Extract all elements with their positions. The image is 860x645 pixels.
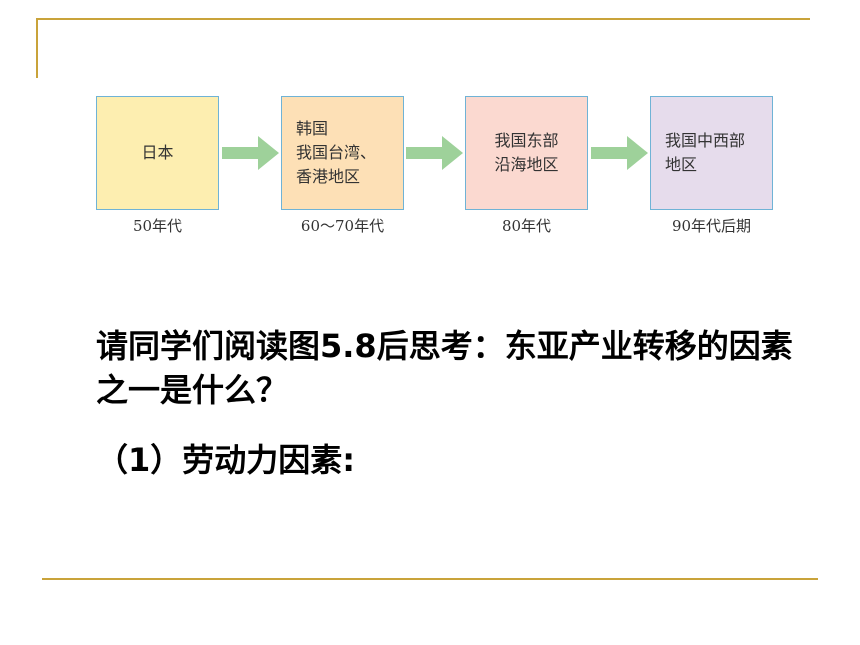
top-rule bbox=[36, 18, 810, 20]
stage-box-eastern-coast: 我国东部 沿海地区 bbox=[465, 96, 588, 210]
stage-box-japan: 日本 bbox=[96, 96, 219, 210]
sub-point-text: （1）劳动力因素: bbox=[96, 441, 356, 479]
era-label: 60～70年代 bbox=[300, 217, 385, 235]
bottom-rule bbox=[42, 578, 818, 580]
stage-label: 地区 bbox=[665, 155, 698, 174]
right-arrow-icon bbox=[222, 136, 279, 170]
stage-box-korea-taiwan-hongkong: 韩国 我国台湾、 香港地区 bbox=[281, 96, 404, 210]
era-label: 50年代 bbox=[132, 217, 183, 235]
left-rule bbox=[36, 18, 38, 78]
stage-label: 香港地区 bbox=[296, 167, 361, 186]
stage-label: 日本 bbox=[141, 143, 174, 162]
right-arrow-icon bbox=[591, 136, 648, 170]
stage-label: 我国东部 bbox=[494, 131, 559, 150]
stage-label: 沿海地区 bbox=[494, 155, 559, 174]
era-label: 80年代 bbox=[501, 217, 552, 235]
right-arrow-icon bbox=[406, 136, 463, 170]
stage-label: 我国台湾、 bbox=[296, 143, 377, 162]
stage-label: 韩国 bbox=[296, 119, 329, 138]
stage-box-central-western: 我国中西部 地区 bbox=[650, 96, 773, 210]
stage-label: 我国中西部 bbox=[665, 131, 746, 150]
era-label: 90年代后期 bbox=[671, 217, 752, 235]
question-text: 请同学们阅读图5.8后思考：东亚产业转移的因素之一是什么？ bbox=[96, 327, 793, 409]
